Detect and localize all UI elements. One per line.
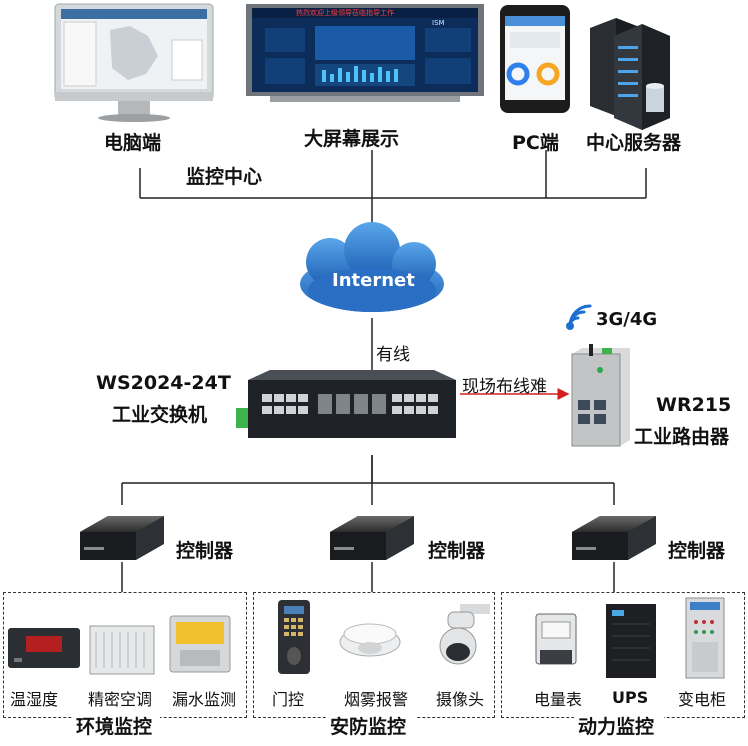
device-label: 门控: [272, 690, 305, 709]
router-model: WR215: [656, 394, 732, 416]
wireless-label: 3G/4G: [596, 309, 658, 330]
smartphone-image: [500, 5, 570, 113]
device-label: 变电柜: [678, 690, 727, 709]
top-bus-lines: [121, 150, 647, 592]
device-label: 烟雾报警: [344, 690, 409, 709]
controller-label-1: 控制器: [176, 540, 234, 562]
device-label: UPS: [612, 688, 649, 707]
group-title-power: 动力监控: [578, 716, 655, 738]
distribution-cabinet-image: [685, 597, 725, 679]
big-screen-label: 大屏幕展示: [304, 128, 400, 150]
pc-label: 电脑端: [104, 132, 162, 154]
power-meter-image: [535, 613, 577, 665]
device-label: 摄像头: [436, 690, 485, 709]
group-title-security: 安防监控: [330, 716, 407, 738]
controller-label-2: 控制器: [428, 540, 486, 562]
monitor-center-label: 监控中心: [186, 166, 263, 188]
industrial-router-image: [571, 344, 630, 447]
access-control-image: [278, 600, 310, 674]
thermo-hygrometer-image: [8, 628, 80, 668]
desktop-monitor-image: [54, 3, 214, 122]
controller-label-3: 控制器: [668, 540, 726, 562]
router-name: 工业路由器: [634, 426, 730, 448]
internet-cloud: [300, 222, 444, 312]
server-label: 中心服务器: [586, 132, 682, 154]
leak-detector-image: [169, 615, 231, 673]
screen-banner-text: 热烈欢迎上级领导莅临指导工作: [296, 9, 394, 17]
precision-ac-image: [89, 625, 155, 675]
device-label: 精密空调: [88, 690, 153, 709]
controller-box-3: [572, 516, 656, 560]
server-rack-image: [590, 18, 670, 130]
controller-box-1: [80, 516, 164, 560]
wireless-signal-icon: [566, 304, 592, 330]
cloud-label: Internet: [332, 270, 415, 291]
industrial-switch-image: [236, 370, 456, 438]
wired-label: 有线: [376, 345, 410, 365]
mobile-label: PC端: [512, 132, 559, 154]
camera-image: [439, 604, 490, 665]
device-label: 温湿度: [10, 690, 59, 709]
device-label: 电量表: [534, 690, 583, 709]
smoke-detector-image: [339, 623, 401, 657]
controller-box-2: [330, 516, 414, 560]
switch-model: WS2024-24T: [96, 372, 231, 394]
big-screen-image: [246, 4, 484, 102]
ups-image: [606, 604, 656, 678]
device-label: 漏水监测: [172, 690, 237, 709]
switch-name: 工业交换机: [112, 404, 208, 426]
screen-logo-text: ISM: [432, 19, 445, 27]
wiring-note: 现场布线难: [462, 377, 547, 397]
group-title-environment: 环境监控: [76, 716, 153, 738]
